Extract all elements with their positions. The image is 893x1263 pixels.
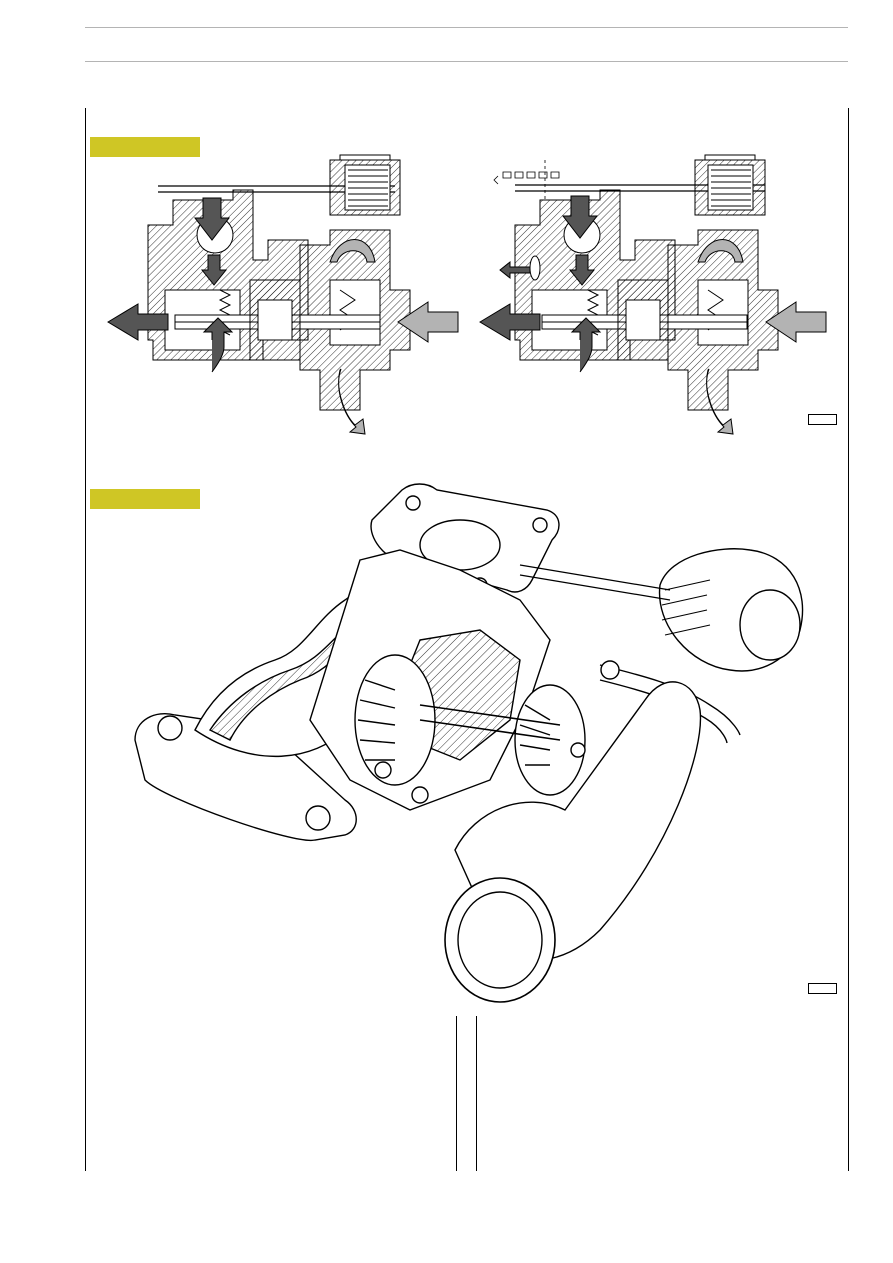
flow-arrows-left	[107, 197, 459, 435]
compressor-wheel	[354, 654, 436, 786]
header-rule-top	[85, 27, 848, 28]
manifold-flange	[134, 713, 357, 842]
flow-arrows-right	[479, 195, 827, 435]
cross-section-wastegate-open	[493, 154, 779, 411]
column-divider-right	[476, 1016, 477, 1171]
header-rule-bottom	[85, 61, 848, 62]
figure-ref-1	[808, 414, 837, 425]
figure-tag-1	[90, 137, 200, 157]
frame-left	[85, 108, 86, 1171]
figure-ref-2	[808, 983, 837, 994]
turbine-wheel	[514, 684, 586, 796]
frame-right	[848, 108, 849, 1171]
cross-section-wastegate-closed	[147, 154, 411, 411]
column-divider-left	[456, 1016, 457, 1171]
turbo-cross-section-diagram	[107, 154, 827, 435]
figure-tag-2	[90, 489, 200, 509]
turbocharger-cutaway-illustration	[134, 483, 804, 1003]
